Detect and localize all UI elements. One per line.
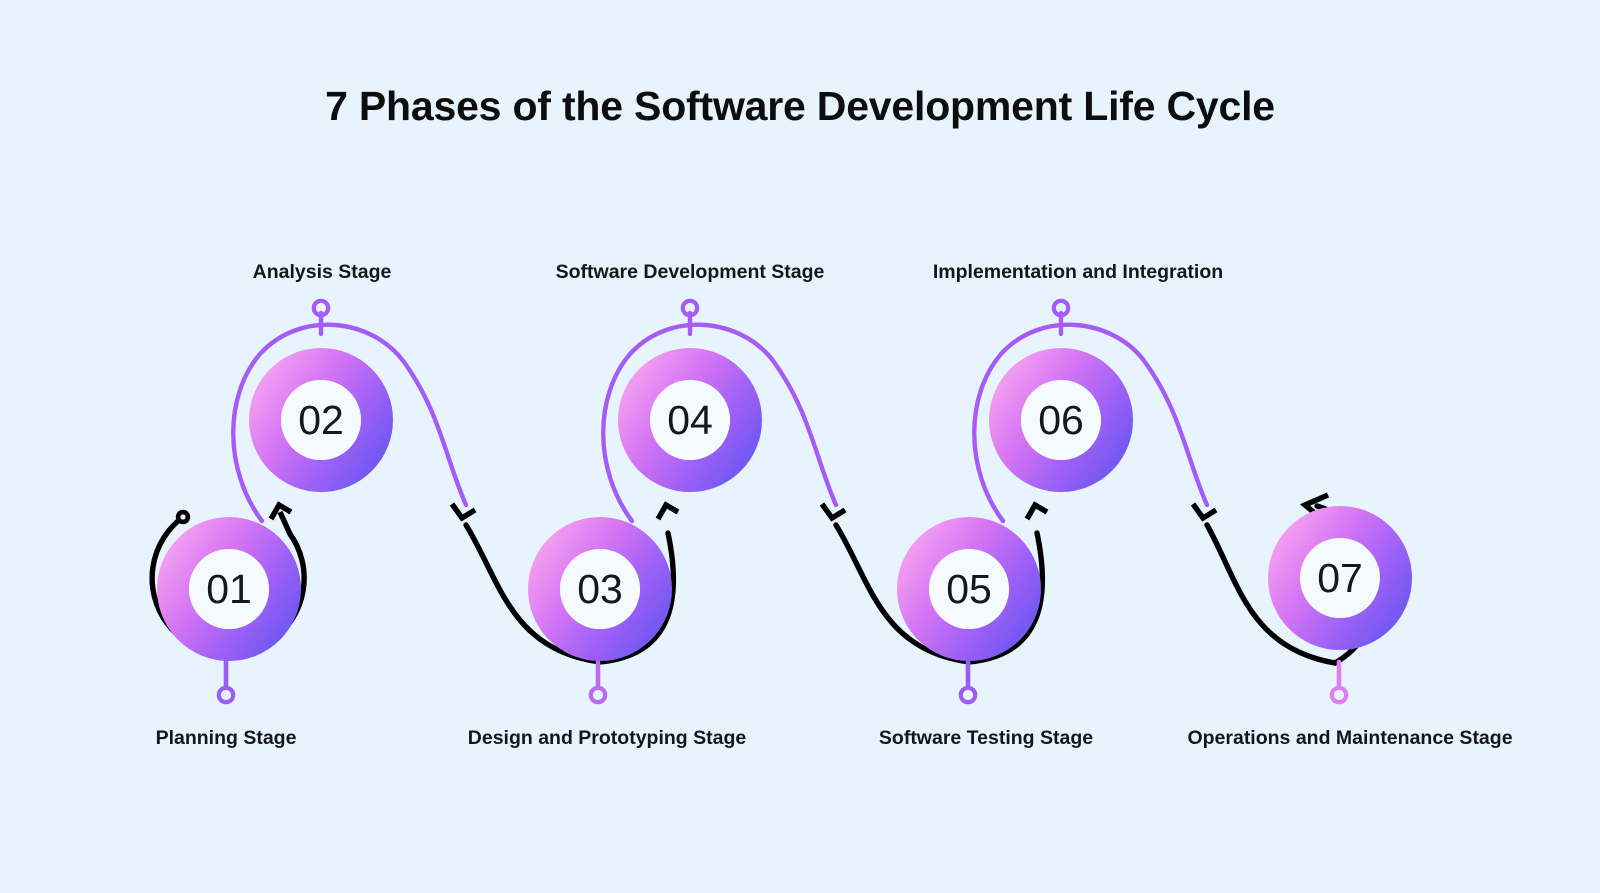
node-circle-07[interactable]: 07 xyxy=(1268,506,1412,650)
purple-curve-node-06 xyxy=(972,298,1210,524)
stage-label-software-development: Software Development Stage xyxy=(555,261,825,283)
node-circle-04[interactable]: 04 xyxy=(618,348,762,492)
stem-node-03 xyxy=(588,659,608,705)
stage-label-software-testing: Software Testing Stage xyxy=(878,727,1094,749)
stage-label-planning: Planning Stage xyxy=(155,727,297,749)
purple-connector-paths xyxy=(231,298,1210,524)
stem-node-07 xyxy=(1329,659,1349,705)
stem-node-01 xyxy=(216,659,236,705)
node-number-01: 01 xyxy=(206,566,252,612)
page-title: 7 Phases of the Software Development Lif… xyxy=(325,83,1275,129)
node-number-03: 03 xyxy=(577,566,623,612)
stem-node-05 xyxy=(958,659,978,705)
black-curve-04-to-06 xyxy=(819,501,1049,665)
node-number-04: 04 xyxy=(667,397,713,443)
node-circle-02[interactable]: 02 xyxy=(249,348,393,492)
black-curve-02-to-04 xyxy=(449,501,680,665)
stage-label-operations-maintenance: Operations and Maintenance Stage xyxy=(1187,727,1513,749)
purple-curve-node-02 xyxy=(231,298,469,524)
stage-label-implementation-integration: Implementation and Integration xyxy=(932,261,1224,283)
node-number-06: 06 xyxy=(1038,397,1084,443)
node-circle-06[interactable]: 06 xyxy=(989,348,1133,492)
node-number-07: 07 xyxy=(1317,555,1363,601)
purple-curve-node-04 xyxy=(601,298,839,524)
black-connector-paths xyxy=(149,492,1381,666)
node-number-05: 05 xyxy=(946,566,992,612)
node-circle-05[interactable]: 05 xyxy=(897,517,1041,661)
node-number-02: 02 xyxy=(298,397,344,443)
stage-label-analysis: Analysis Stage xyxy=(252,261,392,283)
node-circle-03[interactable]: 03 xyxy=(528,517,672,661)
bottom-stem-connectors xyxy=(216,659,1349,705)
node-circle-01[interactable]: 01 xyxy=(157,517,301,661)
stage-label-design-prototyping: Design and Prototyping Stage xyxy=(467,727,747,749)
